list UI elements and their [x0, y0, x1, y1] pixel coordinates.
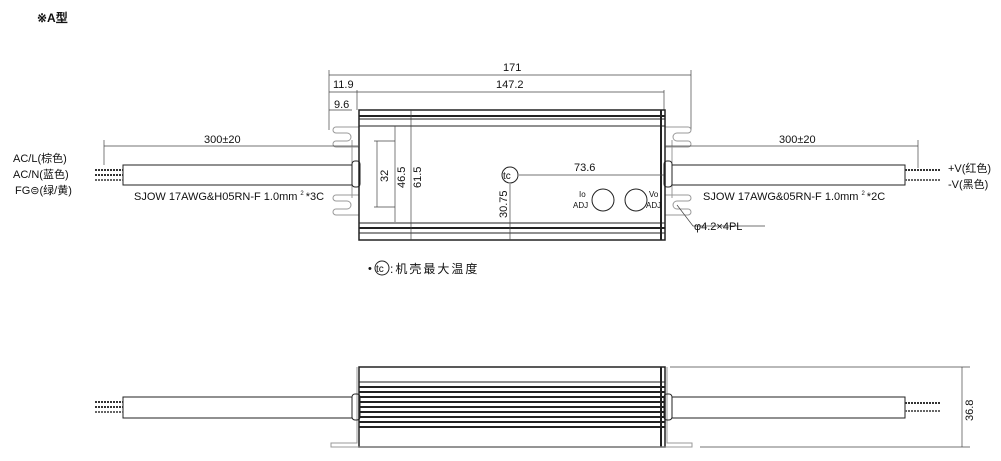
vo-adj-label-2: ADJ	[646, 201, 661, 210]
mount-hole-spec: φ4.2×4PL	[694, 221, 742, 233]
dim-slot-offset: 9.6	[334, 99, 349, 111]
vo-adj-potentiometer	[624, 188, 648, 212]
io-adj-label-2: ADJ	[573, 201, 588, 210]
dim-height: 36.8	[964, 400, 976, 421]
dim-body-width: 61.5	[412, 167, 424, 188]
legend-tc-symbol: tc	[376, 264, 384, 275]
legend-text: :机壳最大温度	[390, 261, 479, 276]
dim-left-cable-length: 300±20	[204, 134, 241, 146]
dim-tc-from-right: 73.6	[574, 162, 595, 174]
dim-tc-from-edge: 30.75	[498, 190, 510, 218]
input-label-acn: AC/N(蓝色)	[13, 167, 69, 181]
dim-inner-height: 46.5	[396, 167, 408, 188]
dim-hole-spacing: 32	[379, 170, 391, 182]
side-input-cable	[122, 396, 353, 419]
io-adj-potentiometer	[591, 188, 615, 212]
dim-right-cable-length: 300±20	[779, 134, 816, 146]
output-label-positive: +V(红色)	[948, 161, 991, 175]
housing-outline	[358, 109, 666, 241]
side-view: 36.8	[95, 366, 976, 448]
legend-tc-icon	[374, 260, 390, 276]
output-cable	[671, 164, 906, 186]
input-label-acl: AC/L(棕色)	[13, 151, 67, 165]
side-output-cable	[671, 396, 906, 419]
dim-overall-length: 171	[503, 62, 521, 74]
output-label-negative: -V(黑色)	[948, 177, 988, 191]
legend-bullet: •	[368, 263, 372, 275]
io-adj-label-1: Io	[579, 190, 586, 199]
tc-point-icon	[501, 166, 519, 184]
top-view: 171 147.2 11.9 9.6 32 46.5	[13, 62, 991, 276]
tc-symbol: tc	[503, 171, 511, 182]
dim-body-length: 147.2	[496, 79, 524, 91]
drawing-title: ※A型	[37, 10, 68, 25]
dim-flange-offset: 11.9	[333, 79, 354, 91]
vo-adj-label-1: Vo	[649, 190, 659, 199]
input-cable	[122, 164, 353, 186]
input-label-fg: FG⊜(绿/黄)	[15, 183, 72, 197]
